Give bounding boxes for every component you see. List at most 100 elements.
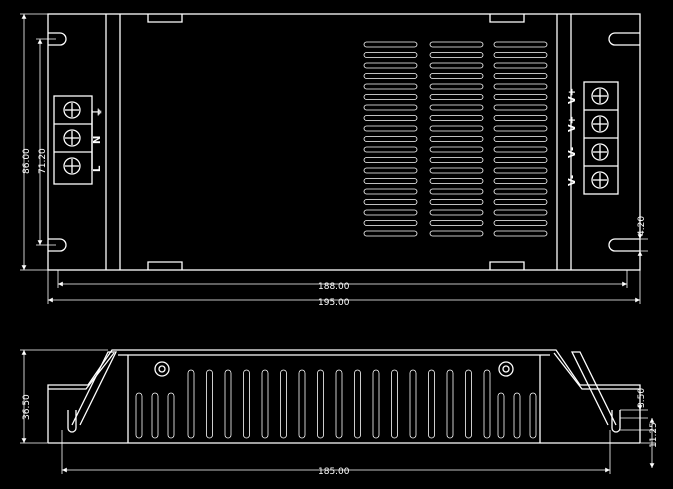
vent-slot — [429, 146, 484, 153]
vent-slot — [493, 230, 548, 237]
vent-slot — [429, 41, 484, 48]
screw-icon — [591, 115, 609, 133]
input-label-l: L — [92, 165, 103, 172]
side-vent-slot — [151, 392, 159, 439]
vent-slot — [363, 188, 418, 195]
vent-slot — [429, 125, 484, 132]
side-vent-slots — [135, 369, 537, 439]
vent-slot — [363, 125, 418, 132]
vent-slot — [429, 94, 484, 100]
vent-slot — [493, 41, 548, 48]
side-vent-slot — [391, 369, 398, 439]
dim-4-20: 4.20 — [621, 216, 648, 268]
screw-icon — [63, 157, 81, 175]
vent-slot — [493, 83, 548, 90]
vent-slot — [429, 73, 484, 79]
vent-slot — [493, 146, 548, 153]
side-hook — [611, 410, 621, 433]
dim-3-50: 3.50 — [620, 388, 648, 419]
side-vent-slot — [446, 369, 454, 439]
vent-slot — [363, 199, 418, 205]
side-vent-slot — [167, 392, 175, 439]
output-label-3: V- — [567, 147, 578, 158]
vent-slot — [363, 83, 418, 90]
side-vent-slot — [261, 369, 269, 439]
dim-185: 185.00 — [61, 430, 611, 477]
top-view-body — [47, 13, 641, 271]
vent-slot — [363, 167, 418, 174]
side-vent-slot — [372, 369, 380, 439]
top-view: L N ⏚ V+ V+ V- V- — [20, 13, 648, 308]
vent-slot — [363, 62, 418, 69]
vent-slot — [493, 115, 548, 121]
mount-slot — [608, 32, 640, 46]
output-label-4: V- — [567, 175, 578, 186]
vent-slot — [493, 136, 548, 142]
vent-slot — [429, 115, 484, 121]
vent-slot — [429, 178, 484, 184]
dim-71-label: 71.20 — [38, 148, 48, 174]
vent-slot — [363, 104, 418, 111]
vent-slot — [493, 188, 548, 195]
vent-slot — [493, 209, 548, 216]
vent-slot — [363, 157, 418, 163]
vent-slot — [493, 94, 548, 100]
mount-slot — [48, 238, 67, 252]
vent-slot — [429, 220, 484, 226]
vent-slot — [363, 136, 418, 142]
screw-icon — [591, 171, 609, 189]
vent-slot — [429, 104, 484, 111]
dim-4-20-label: 4.20 — [637, 216, 647, 236]
vent-slot — [493, 62, 548, 69]
mount-slot — [608, 238, 640, 252]
vent-slot — [429, 136, 484, 142]
dim-86: 86.00 — [20, 13, 48, 271]
vent-slot — [363, 230, 418, 237]
side-hook — [67, 410, 77, 433]
mount-slot — [48, 32, 67, 46]
top-vent-slots — [363, 41, 548, 237]
vent-slot — [363, 178, 418, 184]
screw-icon — [591, 143, 609, 161]
side-screw-icon — [498, 361, 514, 377]
side-vent-slot — [483, 369, 491, 439]
vent-slot — [493, 125, 548, 132]
vent-slot — [363, 41, 418, 48]
side-view: 36.50 3.50 11.25 185.00 — [20, 349, 659, 477]
vent-slot — [493, 199, 548, 205]
vent-slot — [493, 73, 548, 79]
side-vent-slot — [243, 369, 250, 439]
vent-slot — [429, 52, 484, 58]
side-vent-slot — [280, 369, 287, 439]
side-screw-icon — [154, 361, 170, 377]
vent-slot — [429, 167, 484, 174]
dim-11-25: 11.25 — [620, 418, 659, 468]
vent-slot — [363, 73, 418, 79]
dim-36-50-label: 36.50 — [22, 394, 32, 420]
side-vent-slot — [206, 369, 213, 439]
dim-188-label: 188.00 — [318, 282, 350, 292]
vent-slot — [429, 188, 484, 195]
vent-slot — [363, 146, 418, 153]
side-vent-slot — [465, 369, 472, 439]
side-vent-slot — [497, 392, 505, 439]
vent-slot — [493, 52, 548, 58]
side-vent-slot — [317, 369, 324, 439]
side-vent-slot — [409, 369, 417, 439]
vent-slot — [493, 167, 548, 174]
vent-slot — [429, 230, 484, 237]
side-vent-slot — [428, 369, 435, 439]
input-terminal-block: L N ⏚ — [53, 95, 104, 185]
vent-slot — [363, 94, 418, 100]
screw-icon — [63, 101, 81, 119]
side-vent-slot — [224, 369, 232, 439]
side-view-profile — [47, 349, 641, 443]
dim-3-50-label: 3.50 — [637, 388, 647, 408]
vent-slot — [429, 83, 484, 90]
dim-86-label: 86.00 — [22, 148, 32, 174]
vent-slot — [493, 157, 548, 163]
dim-11-25-label: 11.25 — [649, 422, 659, 448]
side-vent-slot — [513, 392, 521, 439]
dim-71: 71.20 — [36, 38, 56, 246]
vent-slot — [493, 178, 548, 184]
